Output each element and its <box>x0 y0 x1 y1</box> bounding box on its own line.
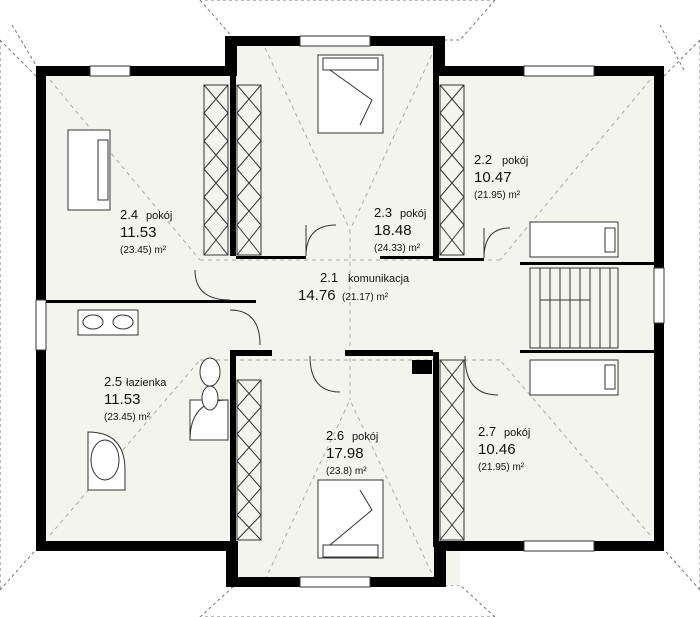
room-gross-area: (24.33) m² <box>374 243 421 254</box>
room-area: 10.47 <box>474 169 512 186</box>
doors <box>194 224 511 396</box>
room-label-2-2: 2.2 pokój 10.47 (21.95) m² <box>474 152 528 201</box>
internal-walls <box>46 76 660 547</box>
room-number: 2.6 <box>326 428 344 443</box>
room-area: 14.76 <box>298 287 336 304</box>
room-gross-area: (21.17) m² <box>342 292 389 303</box>
room-area: 11.53 <box>104 391 140 408</box>
room-gross-area: (23.45) m² <box>120 245 167 256</box>
room-gross-area: (23.45) m² <box>104 412 151 423</box>
windows <box>35 35 665 588</box>
room-number: 2.7 <box>478 424 496 439</box>
room-name: łazienka <box>126 377 167 389</box>
beds <box>67 54 619 559</box>
room-area: 17.98 <box>326 445 364 462</box>
room-label-2-1: 2.1 komunikacja 14.76 (21.17) m² <box>298 270 410 304</box>
room-area: 18.48 <box>374 222 412 239</box>
room-name: pokój <box>146 210 172 222</box>
room-area: 11.53 <box>120 224 156 241</box>
bathroom-fixtures <box>77 309 229 491</box>
room-number: 2.3 <box>374 205 392 220</box>
room-name: pokój <box>502 155 528 167</box>
room-gross-area: (23.8) m² <box>326 466 367 477</box>
stairs <box>529 267 619 349</box>
room-label-2-7: 2.7 pokój 10.46 (21.95) m² <box>478 424 530 473</box>
room-name: komunikacja <box>348 273 410 285</box>
room-number: 2.1 <box>320 270 338 285</box>
room-label-2-4: 2.4 pokój 11.53 (23.45) m² <box>120 207 172 256</box>
roof-ridge-lines <box>49 47 651 581</box>
room-gross-area: (21.95) m² <box>478 462 525 473</box>
room-gross-area: (21.95) m² <box>474 190 521 201</box>
room-label-2-5: 2.5 łazienka 11.53 (23.45) m² <box>104 374 167 423</box>
room-name: pokój <box>352 431 378 443</box>
room-name: pokój <box>504 427 530 439</box>
wardrobes <box>203 84 465 541</box>
room-label-2-6: 2.6 pokój 17.98 (23.8) m² <box>326 428 378 477</box>
room-number: 2.2 <box>474 152 492 167</box>
room-label-2-3: 2.3 pokój 18.48 (24.33) m² <box>374 205 426 254</box>
room-number: 2.5 <box>104 374 122 389</box>
room-number: 2.4 <box>120 207 138 222</box>
room-area: 10.46 <box>478 441 516 458</box>
room-name: pokój <box>400 208 426 220</box>
